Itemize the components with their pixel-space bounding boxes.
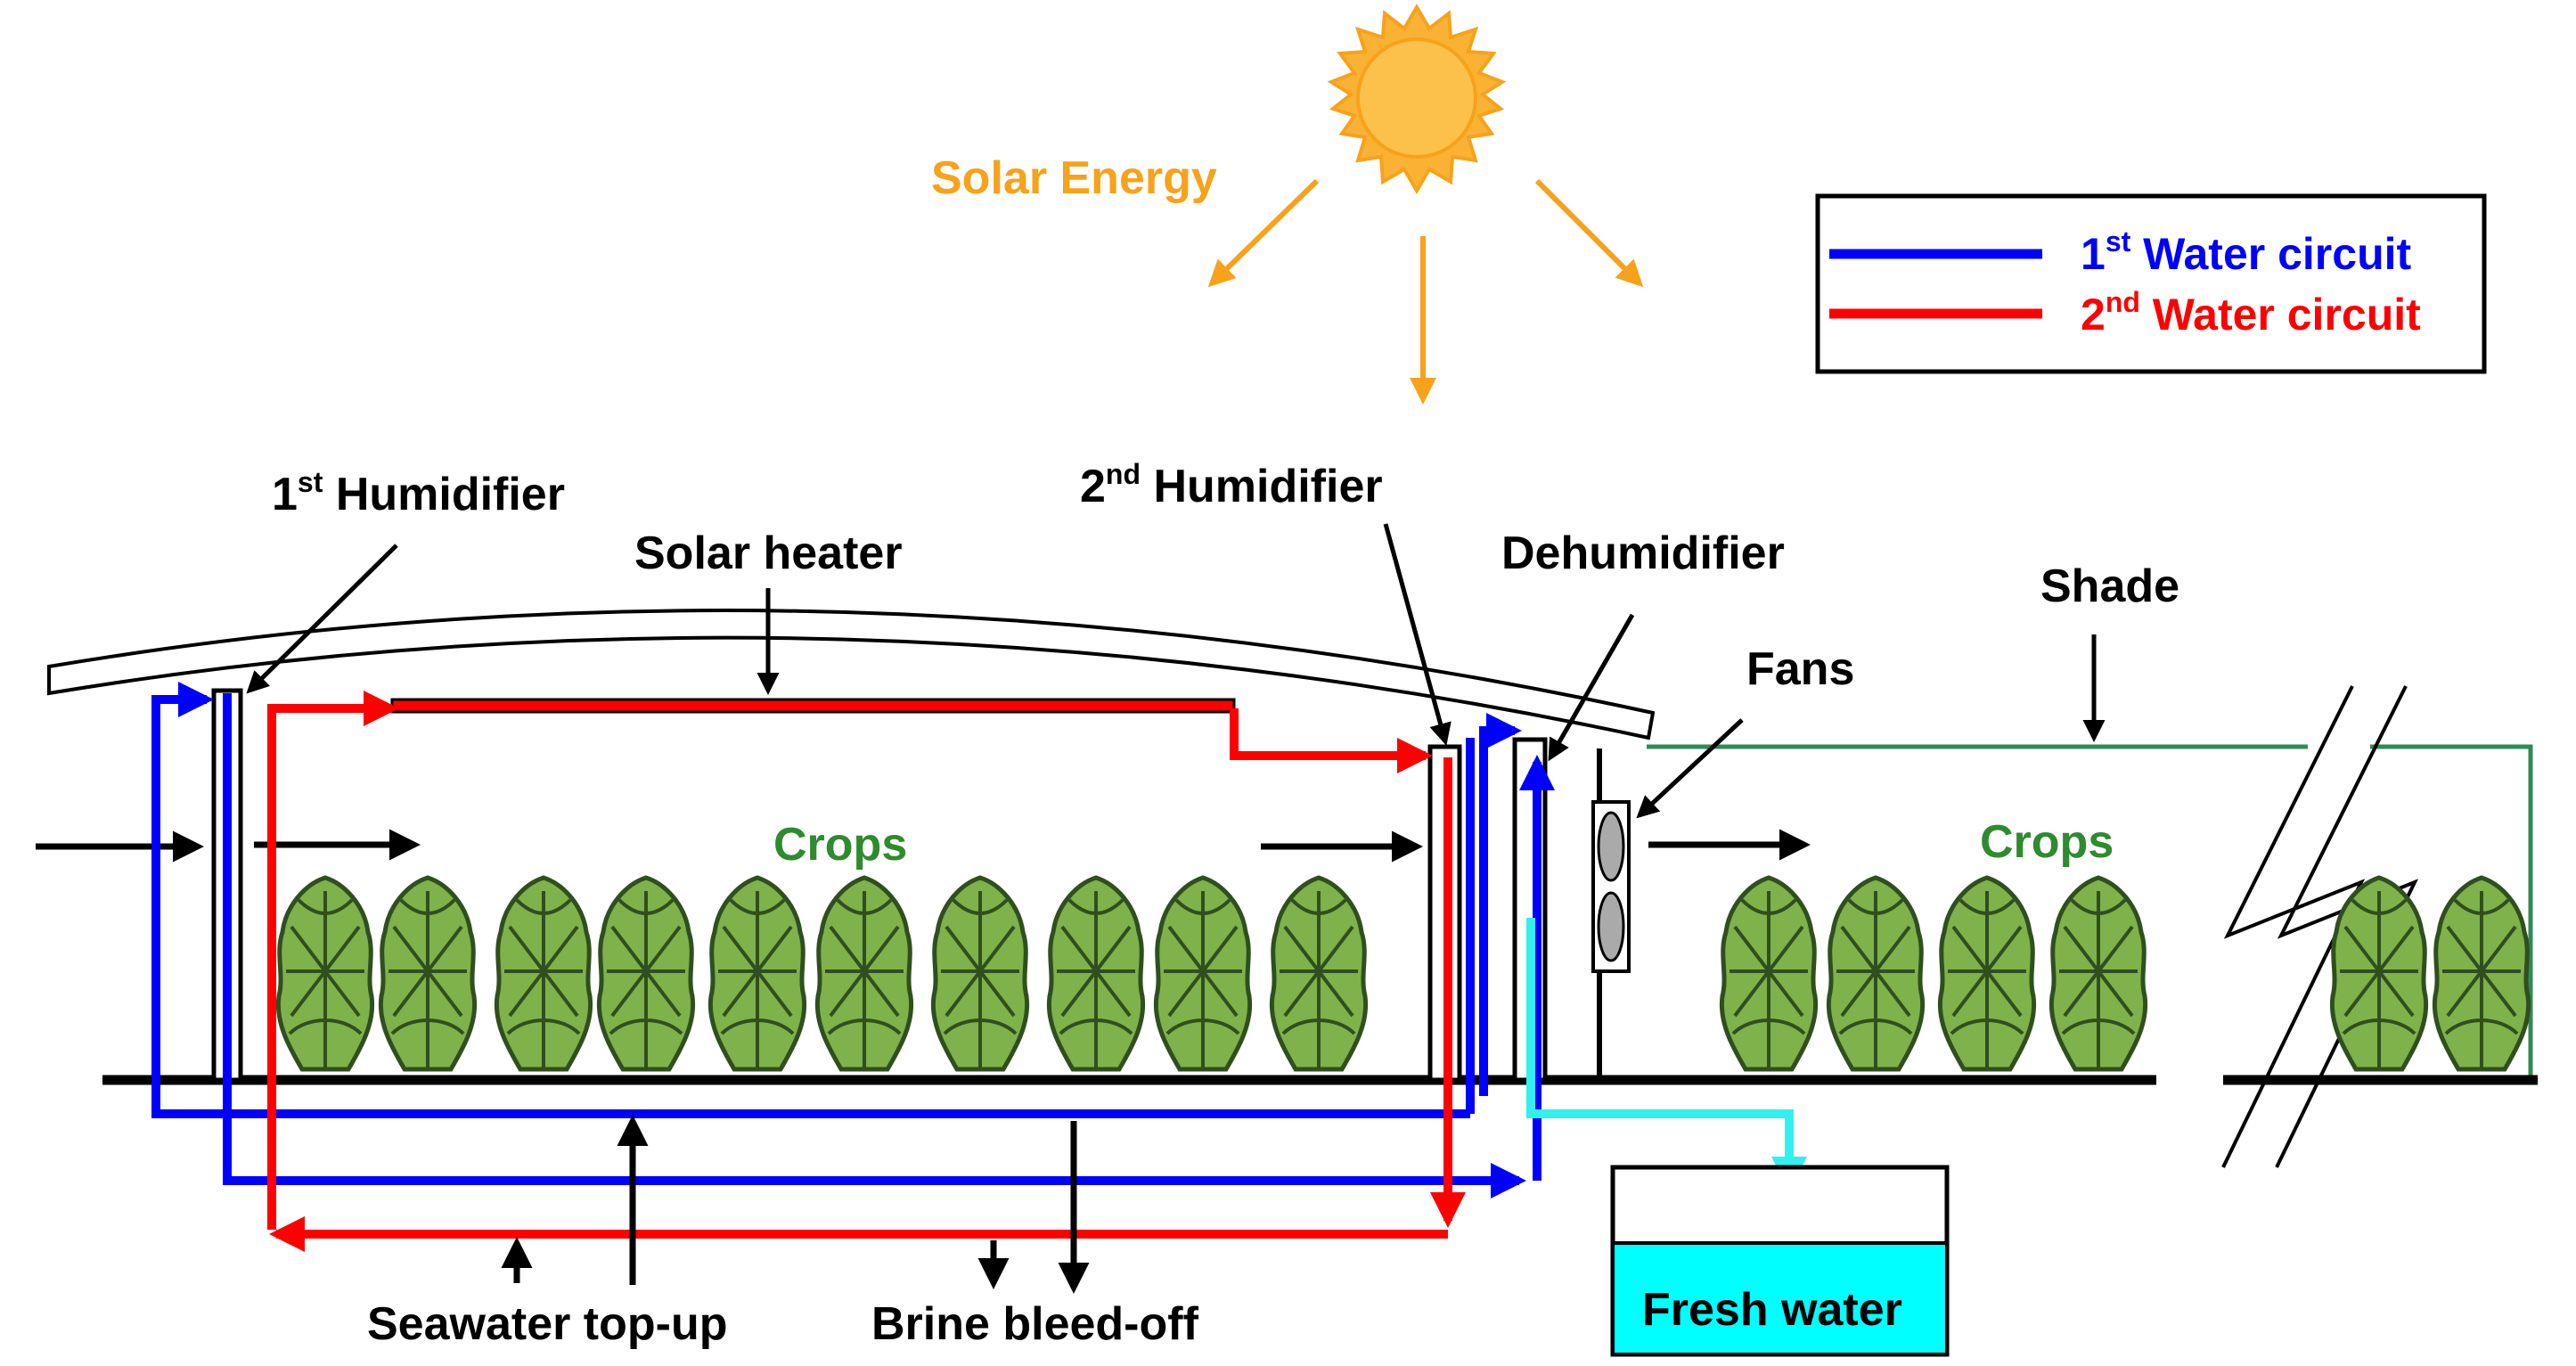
red-heater-out — [1230, 708, 1433, 773]
blue-loop-outer — [151, 682, 1470, 1118]
solar-heater-bar — [390, 698, 1236, 714]
shade-label: Shade — [2040, 560, 2179, 612]
fresh-water-label: Fresh water — [1642, 1284, 1902, 1336]
legend-second-label: 2nd Water circuit — [2081, 286, 2421, 339]
solar-heater-label: Solar heater — [634, 528, 903, 579]
fresh-water-fill — [1615, 1243, 1945, 1353]
shade-structure — [1647, 744, 2533, 1078]
red-top — [267, 691, 399, 1230]
solar-ray-right — [1534, 178, 1644, 288]
fans-pointer — [1636, 718, 1744, 819]
seawater-label: Seawater top-up — [367, 1298, 728, 1350]
crops-greenhouse — [278, 878, 1365, 1069]
legend: 1st Water circuit 2nd Water circuit — [1815, 193, 2487, 374]
blue-return — [223, 693, 1526, 1198]
fan-icon — [1597, 891, 1625, 962]
dehumidifier-label: Dehumidifier — [1501, 528, 1785, 579]
solar-energy-label: Solar Energy — [931, 152, 1217, 204]
fresh-water-pipe — [1526, 918, 1807, 1192]
sun-icon — [1327, 4, 1507, 194]
crops-shade — [1721, 878, 2528, 1069]
solar-ray-left — [1207, 178, 1320, 288]
brine-label: Brine bleed-off — [871, 1298, 1199, 1350]
second-humidifier-label: 2nd Humidifier — [1080, 458, 1383, 512]
second-water-circuit — [267, 691, 1466, 1252]
first-humidifier-pointer — [246, 544, 398, 694]
dehumidifier-pointer — [1548, 613, 1635, 762]
crops-shade-label: Crops — [1980, 816, 2114, 868]
fan-icon — [1597, 811, 1625, 882]
first-humidifier-label: 1st Humidifier — [272, 466, 565, 520]
greenhouse-roof — [47, 609, 1656, 740]
second-humidifier-pointer — [1383, 523, 1452, 746]
blue-top — [1479, 713, 1522, 1096]
legend-first-label: 1st Water circuit — [2081, 225, 2412, 279]
crops-greenhouse-label: Crops — [773, 819, 907, 871]
fans-label: Fans — [1746, 643, 1854, 695]
